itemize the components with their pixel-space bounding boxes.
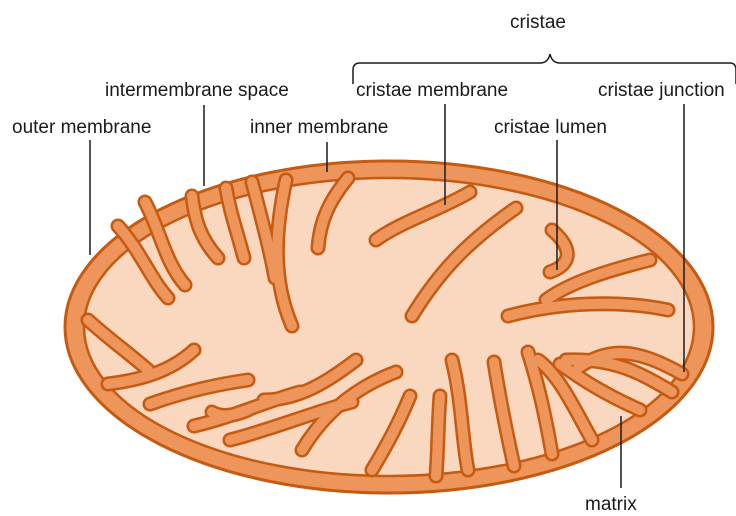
- cristae-label: cristae: [510, 12, 566, 33]
- matrix-label: matrix: [585, 494, 637, 515]
- cristae-junction-label: cristae junction: [598, 80, 725, 101]
- inner-membrane-label: inner membrane: [250, 117, 388, 138]
- cristae-lumen-label: cristae lumen: [494, 117, 607, 138]
- outer-membrane-label: outer membrane: [12, 117, 151, 138]
- intermembrane-space-label: intermembrane space: [105, 80, 289, 101]
- cristae-membrane-label: cristae membrane: [356, 80, 508, 101]
